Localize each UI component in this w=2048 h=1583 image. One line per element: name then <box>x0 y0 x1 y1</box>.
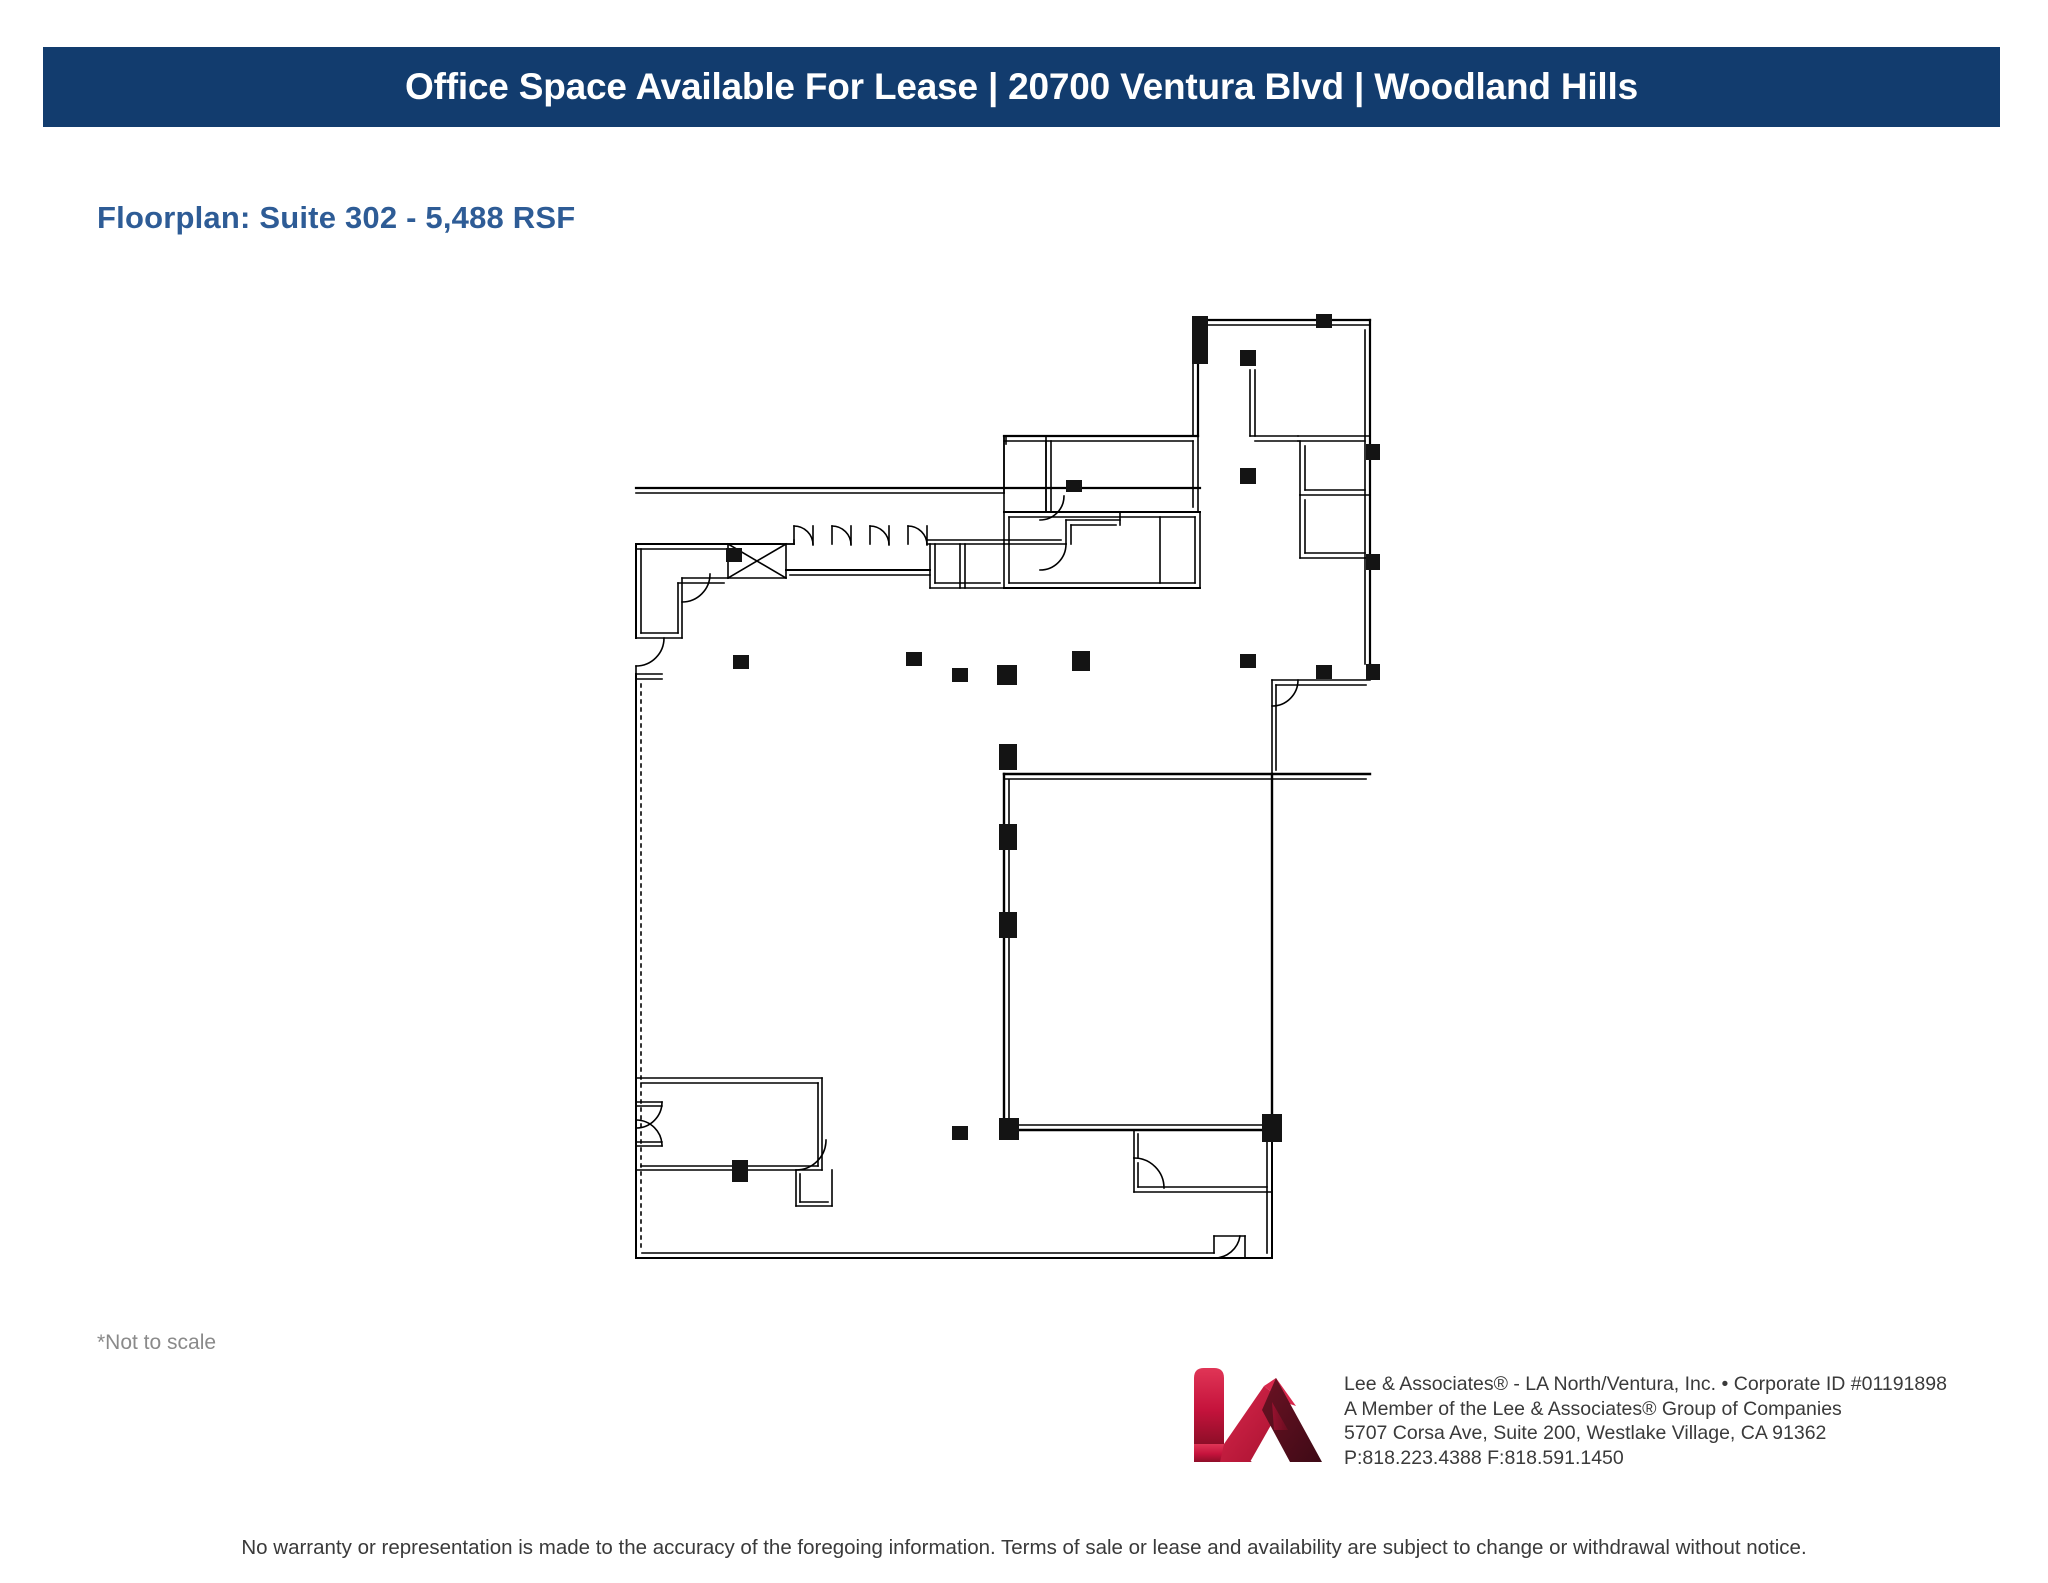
not-to-scale-note: *Not to scale <box>97 1331 217 1354</box>
contact-info: Lee & Associates® - LA North/Ventura, In… <box>1344 1358 1947 1470</box>
contact-line-address: 5707 Corsa Ave, Suite 200, Westlake Vill… <box>1344 1421 1947 1446</box>
lee-associates-la-logo <box>1194 1368 1322 1462</box>
contact-text-phone: P:818.223.4388 F:818.591.1450 <box>1344 1446 1624 1469</box>
floorplan-subtitle: Floorplan: Suite 302 - 5,488 RSF <box>97 200 576 235</box>
contact-line-company: Lee & Associates® - LA North/Ventura, In… <box>1344 1372 1947 1397</box>
floorplan-drawing <box>600 240 1440 1320</box>
contact-line-phone: P:818.223.4388 F:818.591.1450 <box>1344 1446 1947 1471</box>
disclaimer-text: No warranty or representation is made to… <box>241 1536 1807 1559</box>
floorplan-walls <box>634 318 1372 1259</box>
page-title: Office Space Available For Lease | 20700… <box>405 66 1638 107</box>
header-banner: Office Space Available For Lease | 20700… <box>43 47 2000 127</box>
contact-text-company: Lee & Associates® - LA North/Ventura, In… <box>1344 1373 1947 1395</box>
floorplan-columns <box>726 314 1380 1182</box>
contact-text-member: A Member of the Lee & Associates® Group … <box>1344 1397 1842 1420</box>
contact-line-member: A Member of the Lee & Associates® Group … <box>1344 1397 1947 1422</box>
contact-text-address: 5707 Corsa Ave, Suite 200, Westlake Vill… <box>1344 1422 1827 1444</box>
floorplan-svg <box>634 314 1380 1259</box>
footer-block: Lee & Associates® - LA North/Ventura, In… <box>1192 1358 1947 1480</box>
